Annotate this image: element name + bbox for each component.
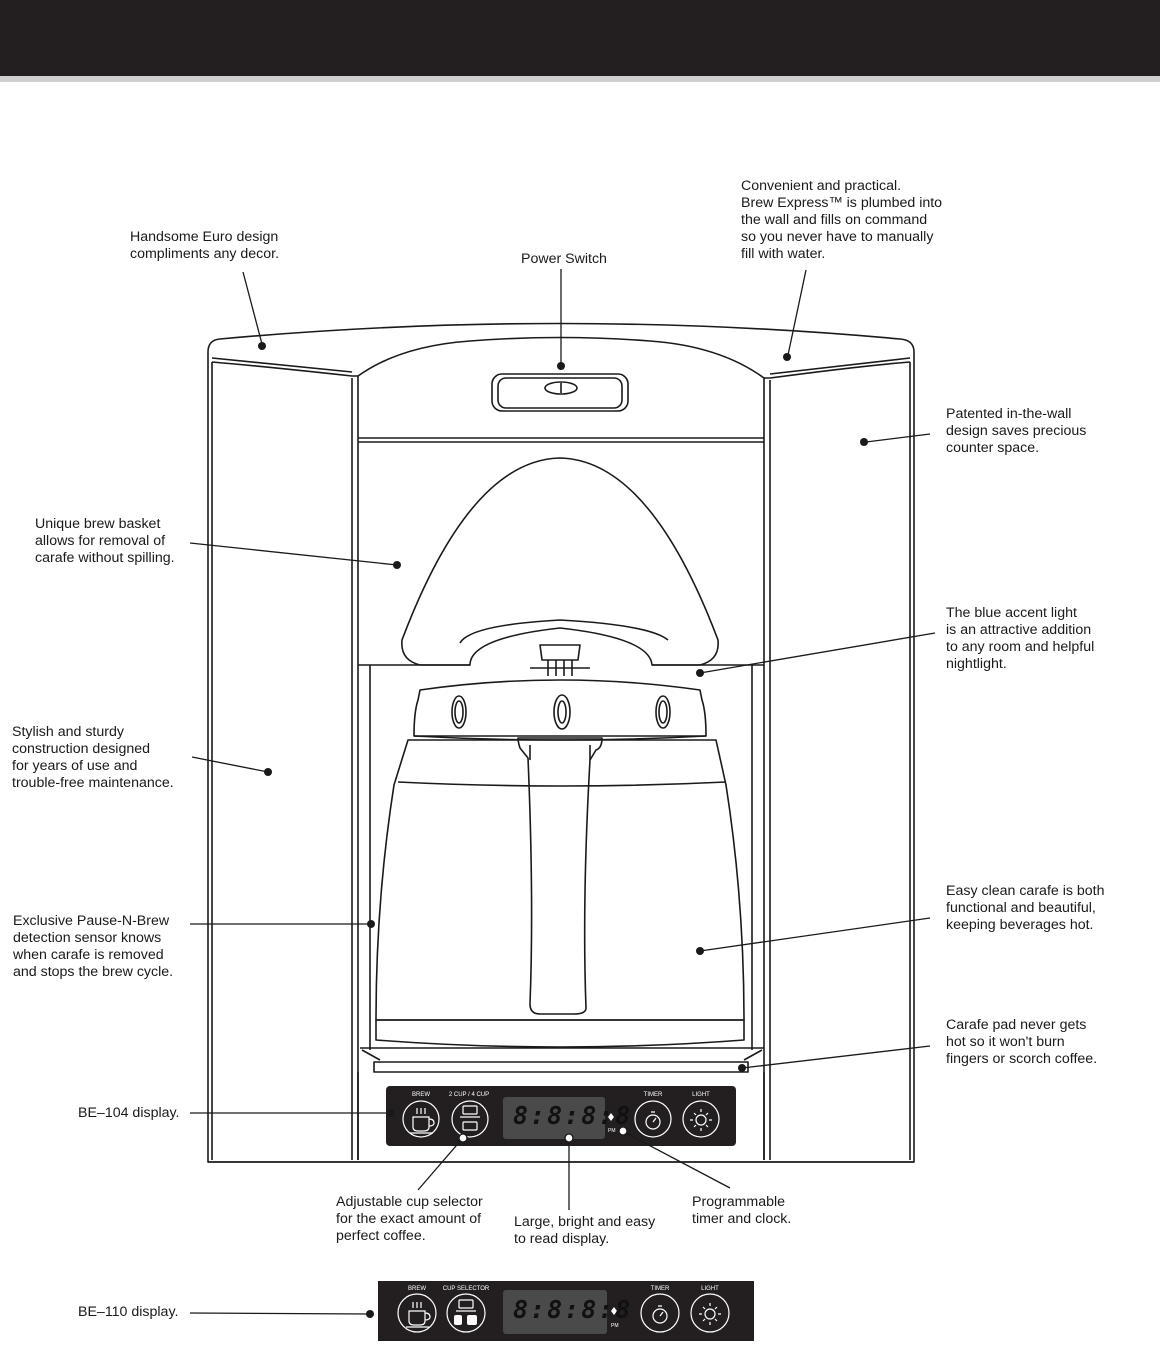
carafe-lid — [413, 679, 707, 737]
power-switch-body — [491, 373, 629, 412]
brew-label-110: BREW — [408, 1286, 426, 1292]
lcd-digits-110: 8:8:8:8 — [513, 1295, 633, 1324]
timer-button-110 — [640, 1293, 680, 1333]
brew-basket — [401, 457, 719, 666]
callout-be104: BE–104 display. — [78, 1105, 180, 1121]
top-hood — [357, 336, 765, 379]
carafe-body — [375, 739, 745, 1021]
brew-label-104: BREW — [412, 1092, 430, 1098]
timer-label-110: TIMER — [650, 1286, 670, 1292]
callout-power-switch: Power Switch — [521, 251, 607, 267]
be104-panel — [386, 1086, 736, 1146]
light-label-110: LIGHT — [701, 1286, 719, 1292]
brew-button-104 — [402, 1100, 440, 1138]
light-label-104: LIGHT — [692, 1092, 710, 1098]
callout-be110: BE–110 display. — [78, 1304, 179, 1320]
timer-label-104: TIMER — [643, 1092, 663, 1098]
carafe-handle — [517, 737, 603, 1015]
cup-label-104: 2 CUP / 4 CUP — [448, 1092, 490, 1098]
light-button-110 — [690, 1293, 730, 1333]
header-bar — [0, 0, 1160, 76]
pm-label-104: PM — [608, 1128, 616, 1134]
callout-plumbed: Convenient and practical.Brew Express™ i… — [741, 178, 943, 262]
brew-button-110 — [397, 1293, 437, 1333]
header-bar-edge — [0, 76, 1160, 82]
be110-panel — [378, 1281, 754, 1341]
pm-label-110: PM — [611, 1323, 619, 1329]
light-button-104 — [682, 1100, 720, 1138]
cup-button-104 — [451, 1100, 489, 1138]
cup-label-110: CUP SELECTOR — [442, 1286, 490, 1292]
lcd-digits-104: 8:8:8:8 — [513, 1101, 633, 1130]
timer-button-104 — [634, 1100, 672, 1138]
housing-outline — [207, 322, 915, 1163]
cup-button-110 — [446, 1293, 486, 1333]
